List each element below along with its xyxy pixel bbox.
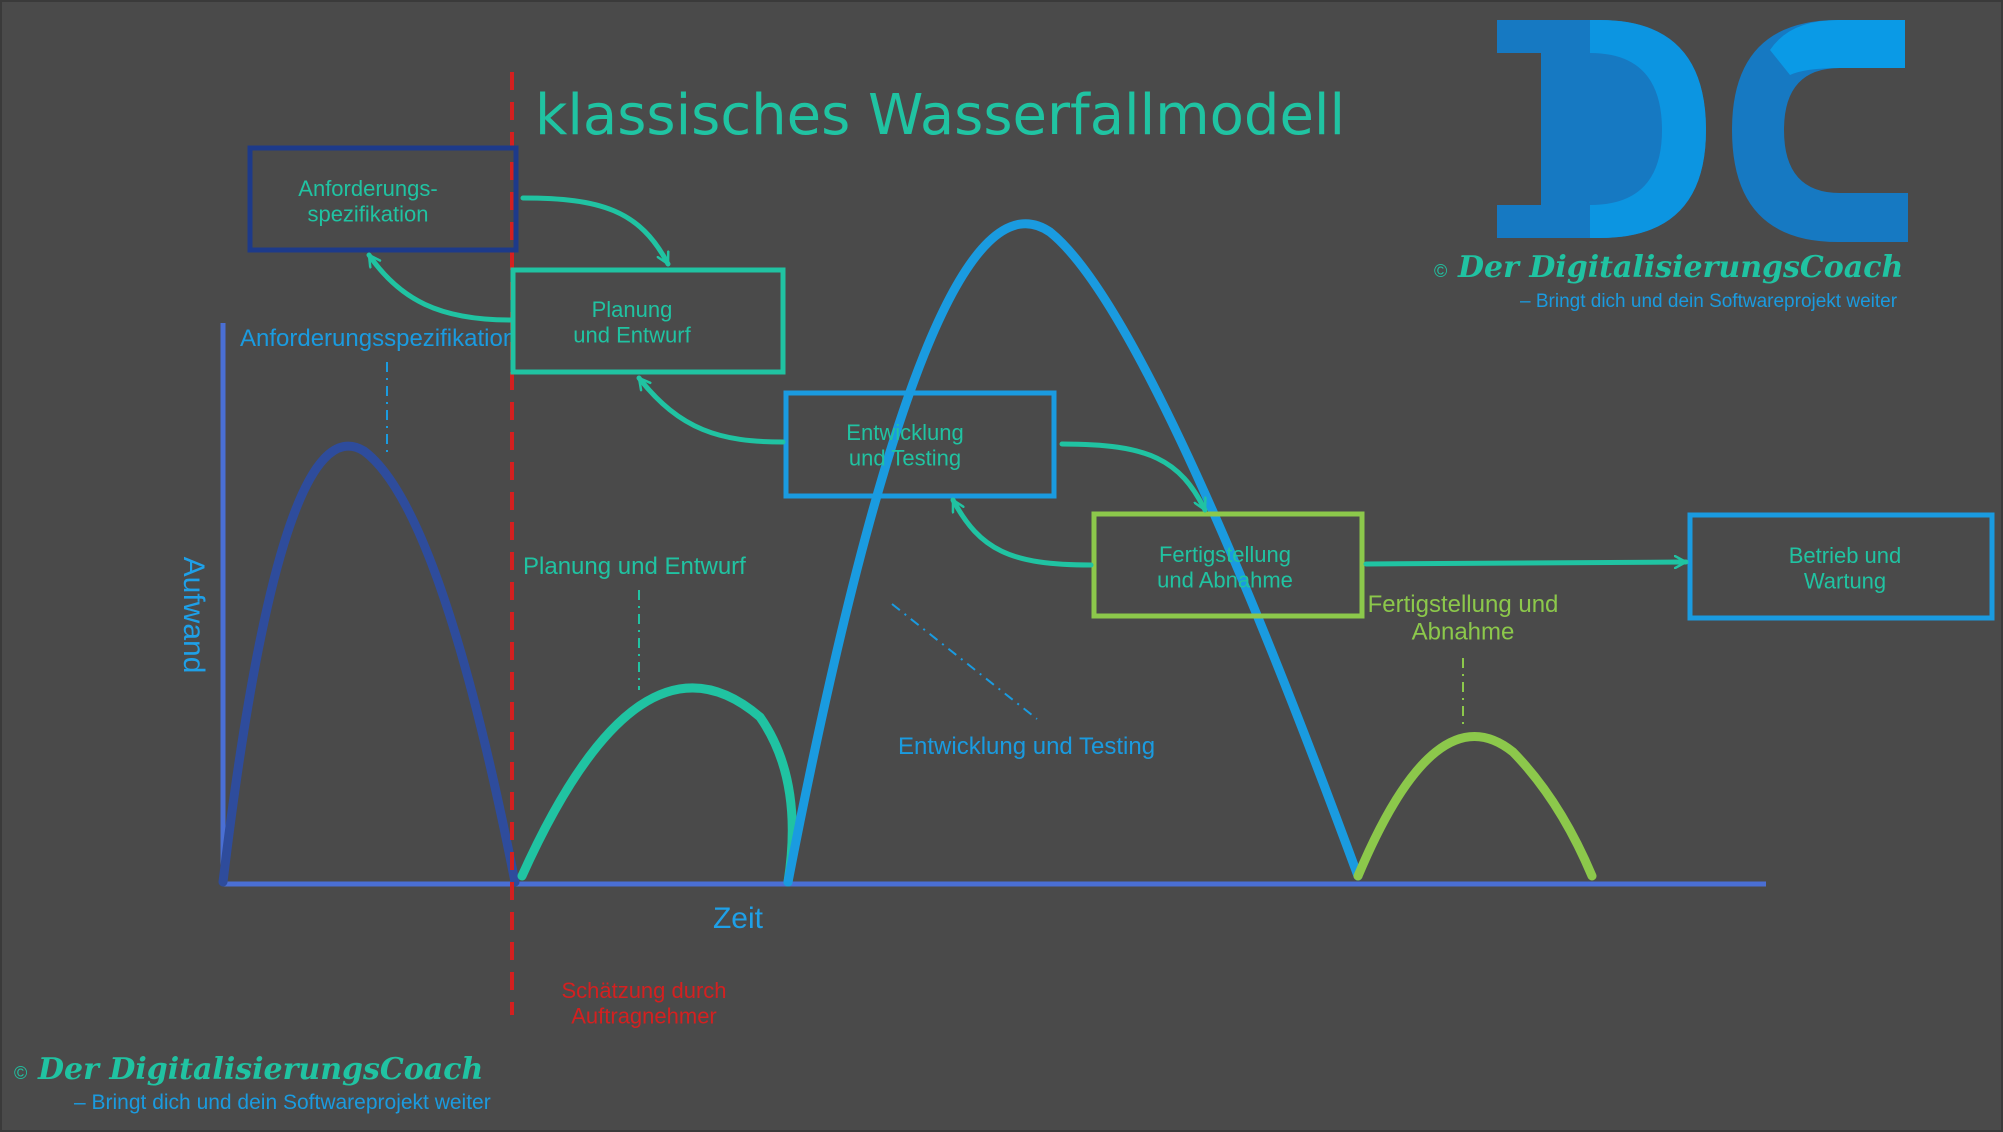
arrow-final-to-ops	[1363, 562, 1689, 564]
phase-label-requirements: Anforderungsspezifikation	[240, 325, 516, 352]
brand-tagline: – Bringt dich und dein Softwareprojekt w…	[74, 1091, 491, 1114]
brand-tagline: – Bringt dich und dein Softwareprojekt w…	[1520, 291, 1898, 312]
y-axis-label: Aufwand	[177, 557, 210, 674]
curve-requirements	[218, 441, 520, 887]
curve-development	[783, 219, 1363, 887]
copyright-symbol: ©	[1434, 261, 1447, 281]
arrow-dev-to-plan	[636, 375, 786, 445]
box-finalization	[1091, 511, 1365, 619]
leader-development	[891, 603, 1038, 720]
arrow-final-to-dev	[950, 497, 1094, 568]
arrow-req-to-plan	[520, 195, 671, 267]
phase-label-development: Entwicklung und Testing	[898, 733, 1155, 760]
diagram-title: klassisches Wasserfallmodell	[535, 83, 1345, 148]
flow-arrows	[366, 195, 1689, 568]
curve-planning	[517, 683, 797, 887]
arrow-plan-to-req	[366, 252, 513, 323]
box-development	[783, 390, 1057, 499]
box-label-requirements: Anforderungs-spezifikation	[298, 176, 437, 226]
phase-label-planning: Planung und Entwurf	[523, 553, 746, 580]
arrow-dev-to-final	[1059, 441, 1208, 513]
curve-finalization	[1353, 732, 1597, 881]
copyright-symbol: ©	[14, 1063, 27, 1083]
box-planning	[510, 267, 786, 375]
box-operations	[1687, 512, 1995, 621]
brand-name: Der DigitalisierungsCoach	[1457, 250, 1903, 285]
dc-logo	[1497, 20, 1908, 242]
x-axis-label: Zeit	[713, 902, 764, 935]
brand-name: Der DigitalisierungsCoach	[37, 1052, 483, 1087]
logo-letter-c	[1732, 20, 1908, 242]
box-requirements	[247, 145, 519, 253]
logo-letter-d-highlight	[1590, 20, 1706, 238]
brand-bottom: © Der DigitalisierungsCoach – Bringt dic…	[14, 1052, 491, 1114]
logo-letter-c-highlight	[1770, 20, 1905, 75]
brand-top: © Der DigitalisierungsCoach – Bringt dic…	[1434, 250, 1903, 312]
